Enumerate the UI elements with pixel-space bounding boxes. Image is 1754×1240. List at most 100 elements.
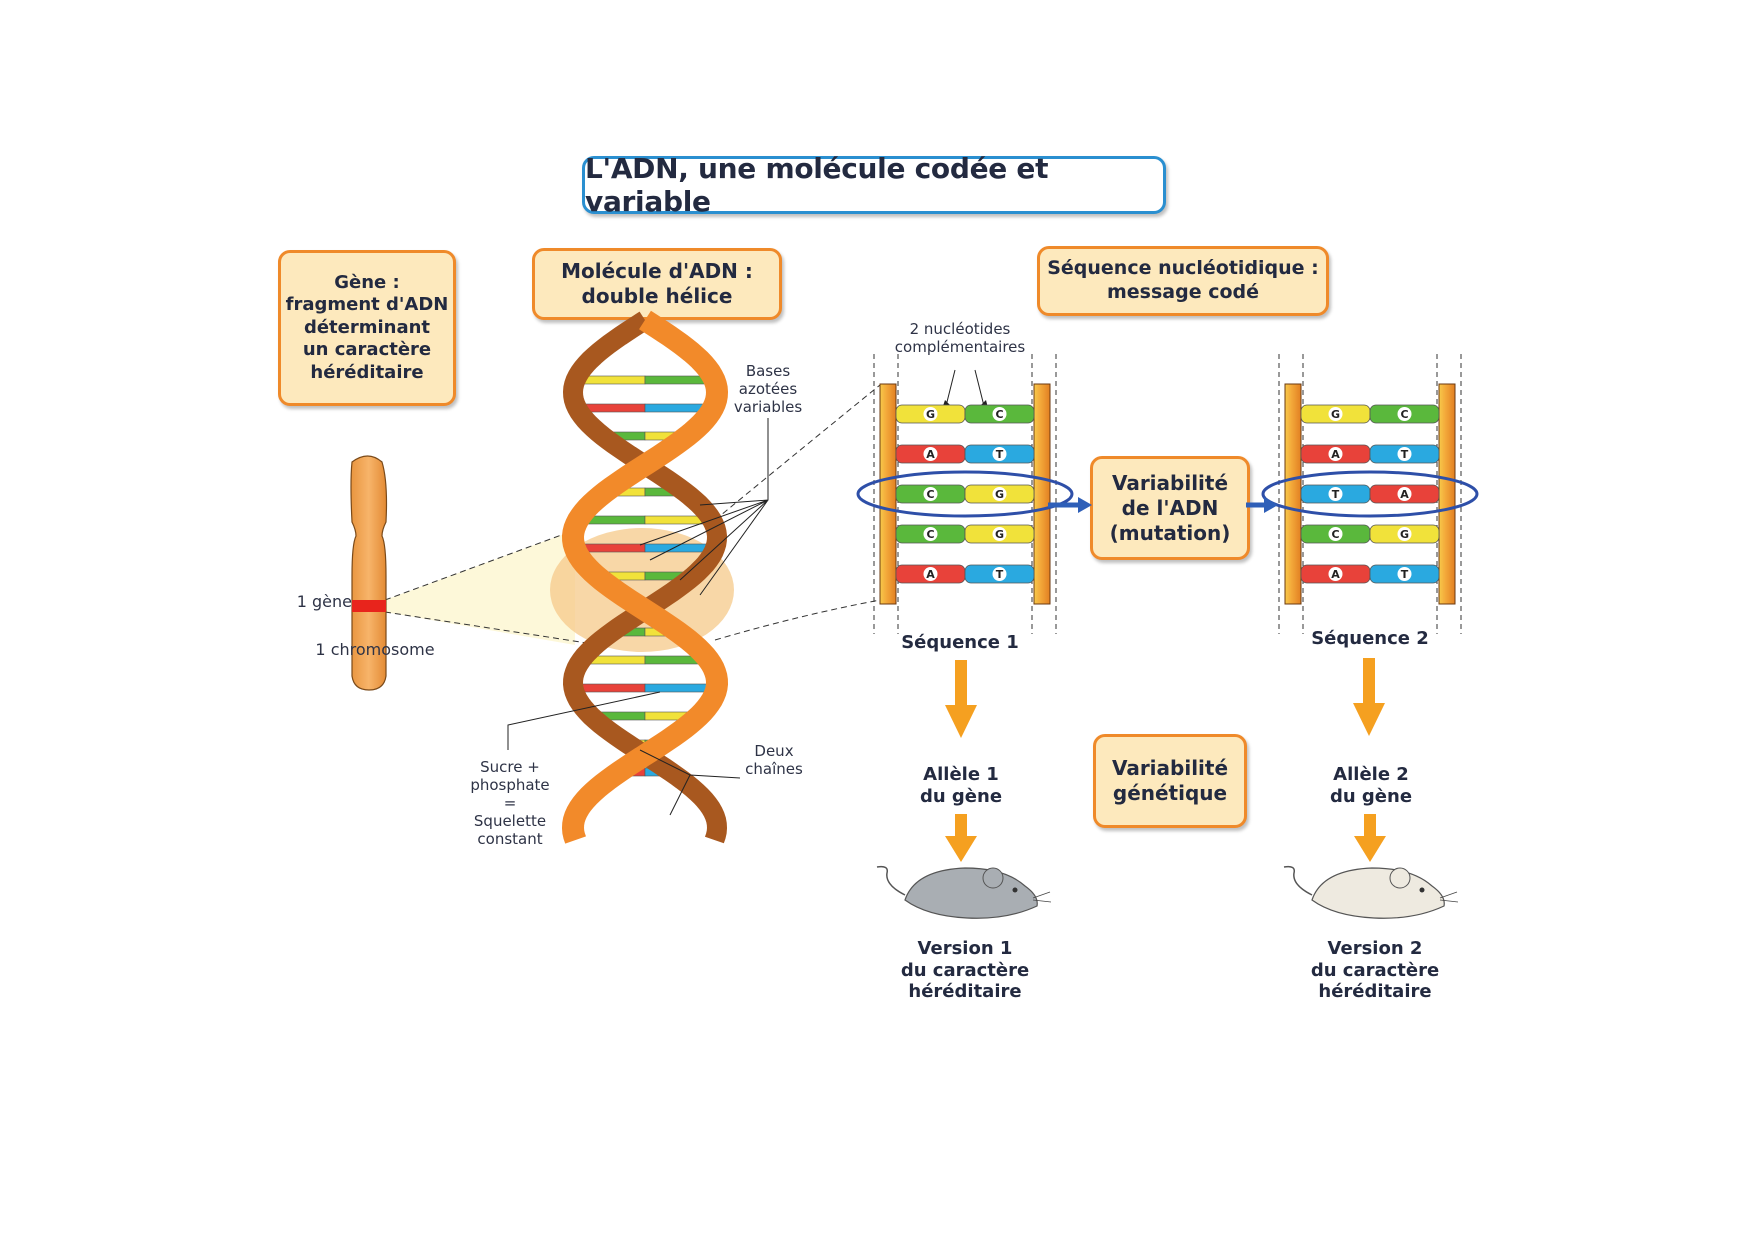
chromosome-label: 1 chromosome [315,640,435,659]
base-letter: A [1400,488,1409,501]
mouse-whisker [1032,899,1052,903]
base-letter: A [926,568,935,581]
mouse-whisker [1032,891,1051,899]
mouse-tail [1283,865,1313,896]
bases-line: Bases [745,362,791,380]
backbone-line: = [503,794,517,812]
down-arrow-seq1 [945,660,977,738]
backbone-rail [1284,383,1302,605]
mouse-body [1311,867,1445,919]
base-letter-bg [923,447,938,461]
backbone-line: Sucre + [480,758,540,776]
mouse-whisker [1439,891,1458,899]
gene-definition-box: Gène : fragment d'ADN déterminant un car… [278,250,456,406]
backbone-rail [1438,383,1456,605]
bases-line: variables [733,398,803,416]
base-letter: T [1401,448,1409,461]
chromosome-icon [350,455,388,691]
base-letter-bg [923,487,938,501]
mouse-grey-icon [876,865,1052,919]
base-letter-bg [1397,567,1412,581]
mutation-highlight-ellipse [856,470,1074,518]
base-letter: C [1331,528,1339,541]
chains-callout [639,749,741,816]
backbone-callout [507,691,661,750]
base-letter-bg [923,527,938,541]
backbone-line: Squelette [473,812,547,830]
mutation-line: (mutation) [1109,520,1231,545]
base-letter: C [995,408,1003,421]
base-letter: G [926,408,935,421]
zoom-line [714,599,881,641]
allele1-line: Allèle 1 [923,764,999,785]
version1-line: Version 1 [917,938,1013,959]
sequence-line: Séquence nucléotidique : [1047,257,1319,280]
base-letter: G [1331,408,1340,421]
gene-line: Gène : [334,271,400,293]
version2-line: Version 2 [1327,938,1423,959]
genetic-line: génétique [1112,781,1228,805]
backbone-line: constant [477,830,543,848]
base-letter-bg [923,567,938,581]
complementary-line: 2 nucléotides [909,320,1011,338]
mutation-line: de l'ADN [1121,495,1219,520]
base-letter: G [995,528,1004,541]
complementary-line: complémentaires [894,338,1026,356]
base-letter-bg [1328,447,1343,461]
gene-line: déterminant [303,316,431,338]
zoom-cone [385,530,575,645]
base-letter: A [1331,448,1340,461]
molecule-box: Molécule d'ADN :double hélice [532,248,782,320]
down-arrow-allele1 [945,814,977,862]
base-letter-bg [992,447,1007,461]
zoom-line [384,529,576,601]
sequence-line: message codé [1106,281,1259,303]
base-letter: C [1400,408,1408,421]
diagram-title: L'ADN, une molécule codée et variable [582,152,1166,218]
mouse-eye [1012,887,1018,893]
version1-line: héréditaire [908,981,1022,1003]
molecule-line: double hélice [581,284,733,308]
base-letter-bg [992,487,1007,501]
backbone-rail [1033,383,1051,605]
title-text: L'ADN, une molécule codée et variable [585,152,1049,218]
mouse-tail [876,865,906,896]
base-letter: C [926,488,934,501]
base-letter-bg [1328,487,1343,501]
base-letter: G [995,488,1004,501]
mutation-arrow-in [1048,497,1092,513]
chains-line: chaînes [745,760,803,778]
sequence1-label: Séquence 1 [901,632,1019,653]
allele2-line: Allèle 2 [1333,764,1409,785]
base-letter-bg [1328,567,1343,581]
gene-label: 1 gène [296,592,352,611]
base-letter: C [926,528,934,541]
base-letter: G [1400,528,1409,541]
gene-line: un caractère [302,339,432,361]
version2-line: du caractère [1310,959,1440,981]
base-letter: T [1401,568,1409,581]
mouse-eye [1419,887,1425,893]
allele2-line: du gène [1329,785,1413,807]
mouse-ear [1389,867,1411,889]
mouse-body [904,867,1038,919]
mutation-arrow-out [1246,497,1278,513]
base-letter-bg [1397,407,1412,421]
bases-callout [639,418,769,596]
zoom-line [384,611,601,646]
mouse-ear [982,867,1004,889]
base-letter: A [1331,568,1340,581]
base-letter-bg [1397,447,1412,461]
allele1-line: du gène [919,785,1003,807]
gene-marker [352,600,386,612]
